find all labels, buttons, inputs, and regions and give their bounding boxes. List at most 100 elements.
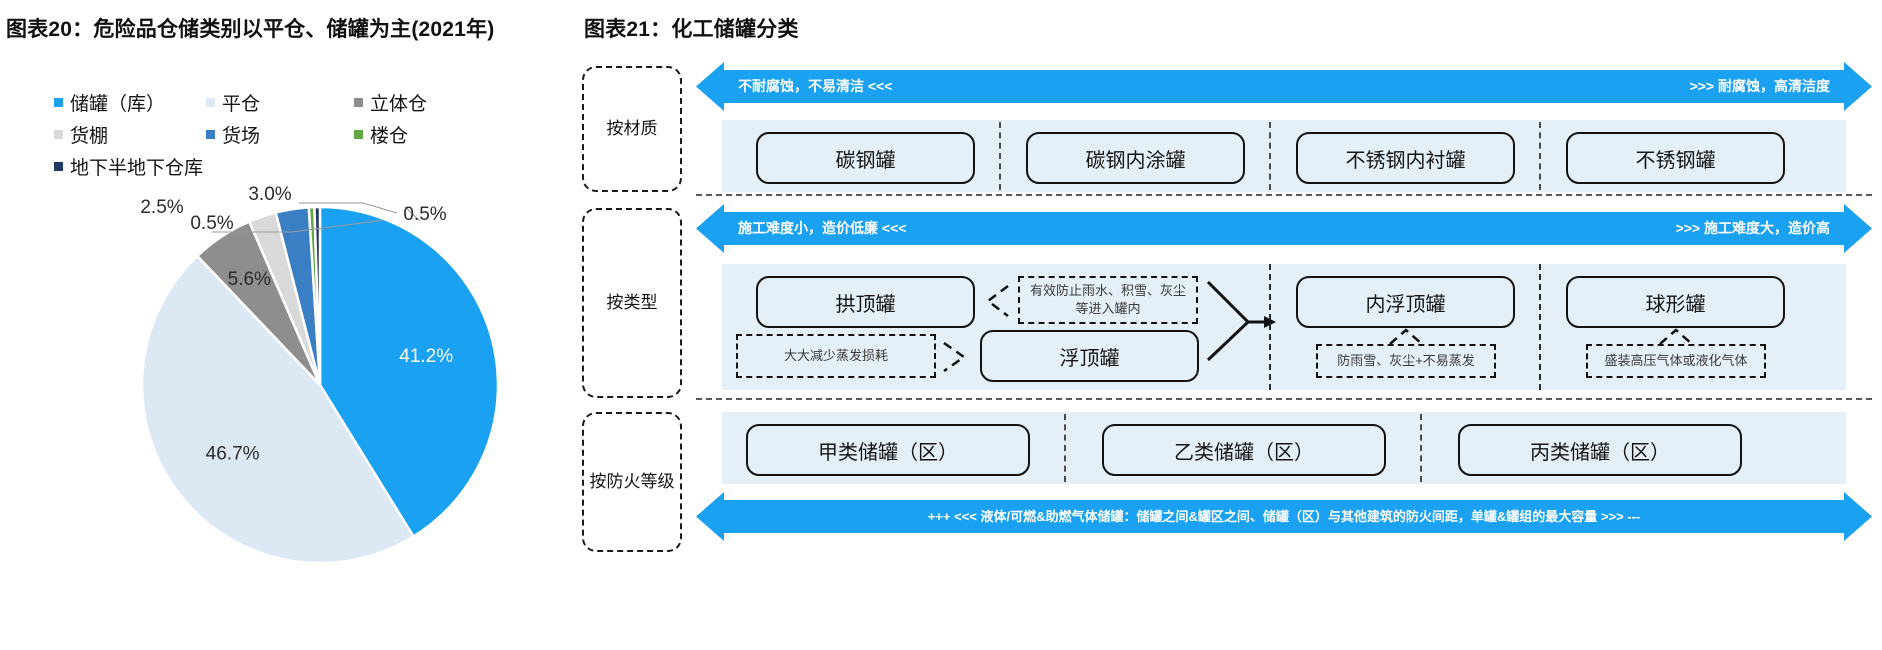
pie-svg: 41.2%46.7%5.6%2.5%3.0%0.5%0.5% — [140, 184, 500, 565]
pie-slice[interactable] — [318, 205, 500, 539]
tank-spherical[interactable]: 球形罐 — [1566, 276, 1785, 328]
type-divider-2 — [1539, 264, 1541, 390]
section-label-fire-rating[interactable]: 按防火等级 — [582, 412, 682, 552]
tank-label: 碳钢内涂罐 — [1085, 149, 1186, 172]
note-dome-roof: 有效防止雨水、积雪、灰尘等进入罐内 — [1018, 276, 1198, 324]
legend-item-0[interactable]: 储罐（库） — [54, 86, 206, 118]
type-divider-1 — [1269, 264, 1271, 390]
note-floating-roof: 大大减少蒸发损耗 — [736, 334, 936, 378]
tank-label: 内浮顶罐 — [1365, 293, 1446, 316]
legend-label-4: 货场 — [222, 125, 261, 147]
pie-chart-panel: 图表20：危险品仓储类别以平仓、储罐为主(2021年) 储罐（库） 平仓 立体仓… — [0, 0, 560, 650]
legend-label-3: 货棚 — [70, 125, 109, 147]
legend-label-0: 储罐（库） — [70, 93, 166, 115]
note-text: 防雨雪、灰尘+不易蒸发 — [1337, 353, 1475, 369]
section-separator-1 — [696, 194, 1872, 196]
tank-label: 不锈钢内衬罐 — [1345, 149, 1466, 172]
section-separator-2 — [696, 398, 1872, 400]
fire-divider-2 — [1420, 414, 1422, 482]
tank-stainless[interactable]: 不锈钢罐 — [1566, 132, 1785, 184]
section-label-text: 按防火等级 — [589, 472, 675, 492]
arrow-body — [722, 70, 1846, 103]
pie-slice-label: 41.2% — [399, 346, 453, 367]
tank-label: 不锈钢罐 — [1635, 149, 1716, 172]
arrow-body — [722, 212, 1846, 245]
page-title-right: 图表21：化工储罐分类 — [584, 18, 799, 41]
section-body-fire-rating: 甲类储罐（区） 乙类储罐（区） 丙类储罐（区） +++ <<< 液体/可燃&助燃… — [696, 406, 1872, 556]
pie-labels: 41.2%46.7%5.6%2.5%3.0%0.5%0.5% — [140, 184, 453, 464]
arrow-head-left-icon — [696, 62, 724, 111]
tank-class-a[interactable]: 甲类储罐（区） — [746, 424, 1030, 476]
legend-swatch-1 — [206, 97, 215, 107]
legend-item-1[interactable]: 平仓 — [206, 86, 354, 118]
section-material: 按材质 不耐腐蚀，不易清洁 <<< >>> 耐腐蚀，高清洁度 碳钢罐 碳钢内涂罐 — [572, 62, 1872, 196]
legend-item-3[interactable]: 货棚 — [54, 118, 206, 150]
pie-slice[interactable] — [140, 254, 416, 565]
connector-dome-to-note-icon — [985, 285, 1009, 317]
legend-swatch-3 — [54, 129, 63, 139]
flowchart-panel: 图表21：化工储罐分类 按材质 不耐腐蚀，不易清洁 <<< >>> 耐腐蚀，高清… — [560, 0, 1882, 650]
note-text: 有效防止雨水、积雪、灰尘等进入罐内 — [1029, 283, 1186, 316]
tank-dome-roof[interactable]: 拱顶罐 — [756, 276, 975, 328]
legend-label-6: 地下半地下仓库 — [70, 157, 204, 179]
legend-swatch-6 — [54, 161, 63, 171]
section-body-material: 不耐腐蚀，不易清洁 <<< >>> 耐腐蚀，高清洁度 碳钢罐 碳钢内涂罐 不锈钢… — [696, 62, 1872, 196]
note-spherical: 盛装高压气体或液化气体 — [1586, 344, 1766, 378]
legend-item-4[interactable]: 货场 — [206, 118, 354, 150]
tank-stainless-lined[interactable]: 不锈钢内衬罐 — [1296, 132, 1515, 184]
arrow-head-right-icon — [1844, 62, 1872, 111]
section-body-type: 施工难度小，造价低廉 <<< >>> 施工难度大，造价高 拱顶罐 有效防止雨水、… — [696, 202, 1872, 402]
arrow-label-left: 不耐腐蚀，不易清洁 <<< — [738, 78, 893, 94]
section-fire-rating: 按防火等级 甲类储罐（区） 乙类储罐（区） 丙类储罐（区） — [572, 406, 1872, 556]
leader-line-dixia — [404, 206, 421, 222]
tank-carbon-steel[interactable]: 碳钢罐 — [756, 132, 975, 184]
legend-item-6[interactable]: 地下半地下仓库 — [54, 150, 206, 182]
legend-item-2[interactable]: 立体仓 — [354, 86, 484, 118]
section-label-material[interactable]: 按材质 — [582, 66, 682, 192]
legend-row: 货棚 货场 楼仓 — [54, 118, 484, 150]
tank-class-c[interactable]: 丙类储罐（区） — [1458, 424, 1742, 476]
pie-slice-label: 5.6% — [228, 269, 271, 290]
legend-label-2: 立体仓 — [370, 93, 428, 115]
legend-swatch-5 — [354, 129, 363, 139]
tank-internal-floating-roof[interactable]: 内浮顶罐 — [1296, 276, 1515, 328]
arrow-fire-bottom: +++ <<< 液体/可燃&助燃气体储罐：储罐之间&罐区之间、储罐（区）与其他建… — [696, 492, 1872, 541]
legend-row: 地下半地下仓库 — [54, 150, 484, 182]
legend-swatch-0 — [54, 97, 63, 107]
connector-spherical-note-icon — [1659, 328, 1693, 345]
leader-line-huopeng — [212, 219, 385, 233]
legend-item-5[interactable]: 楼仓 — [354, 118, 484, 150]
tank-label: 球形罐 — [1645, 293, 1706, 316]
tank-label: 甲类储罐（区） — [818, 441, 958, 464]
note-internal-floating-roof: 防雨雪、灰尘+不易蒸发 — [1316, 344, 1496, 378]
arrow-label-left: 施工难度小，造价低廉 <<< — [738, 220, 907, 236]
pie-slice[interactable] — [313, 205, 322, 386]
tank-class-b[interactable]: 乙类储罐（区） — [1102, 424, 1386, 476]
tank-label: 浮顶罐 — [1059, 347, 1120, 370]
tank-carbon-steel-coated[interactable]: 碳钢内涂罐 — [1026, 132, 1245, 184]
legend-row: 储罐（库） 平仓 立体仓 — [54, 86, 484, 118]
connector-internal-note-icon — [1389, 328, 1423, 345]
pie-slice-label: 0.5% — [190, 213, 233, 234]
arrow-type: 施工难度小，造价低廉 <<< >>> 施工难度大，造价高 — [696, 204, 1872, 253]
arrow-head-left-icon — [696, 204, 724, 253]
tank-floating-roof[interactable]: 浮顶罐 — [980, 330, 1199, 382]
material-divider-1 — [999, 122, 1001, 190]
legend-swatch-4 — [206, 129, 215, 139]
section-label-type[interactable]: 按类型 — [582, 208, 682, 398]
material-divider-3 — [1539, 122, 1541, 190]
note-text: 大大减少蒸发损耗 — [783, 348, 888, 364]
pie-slices — [140, 205, 500, 565]
section-type: 按类型 施工难度小，造价低廉 <<< >>> 施工难度大，造价高 拱顶罐 — [572, 202, 1872, 402]
merge-arrow-icon — [1206, 280, 1276, 362]
arrow-label-right: >>> 施工难度大，造价高 — [1675, 220, 1830, 236]
legend-swatch-2 — [354, 97, 363, 107]
pie-slice-label: 3.0% — [248, 184, 291, 205]
pie-legend: 储罐（库） 平仓 立体仓 货棚 货场 楼仓 — [54, 86, 484, 182]
arrow-label-right: >>> 耐腐蚀，高清洁度 — [1689, 78, 1830, 94]
section-label-text: 按类型 — [606, 293, 658, 313]
leader-line-lougang — [299, 202, 398, 214]
legend-label-1: 平仓 — [222, 93, 261, 115]
tank-label: 拱顶罐 — [835, 293, 896, 316]
legend-label-5: 楼仓 — [370, 125, 409, 147]
